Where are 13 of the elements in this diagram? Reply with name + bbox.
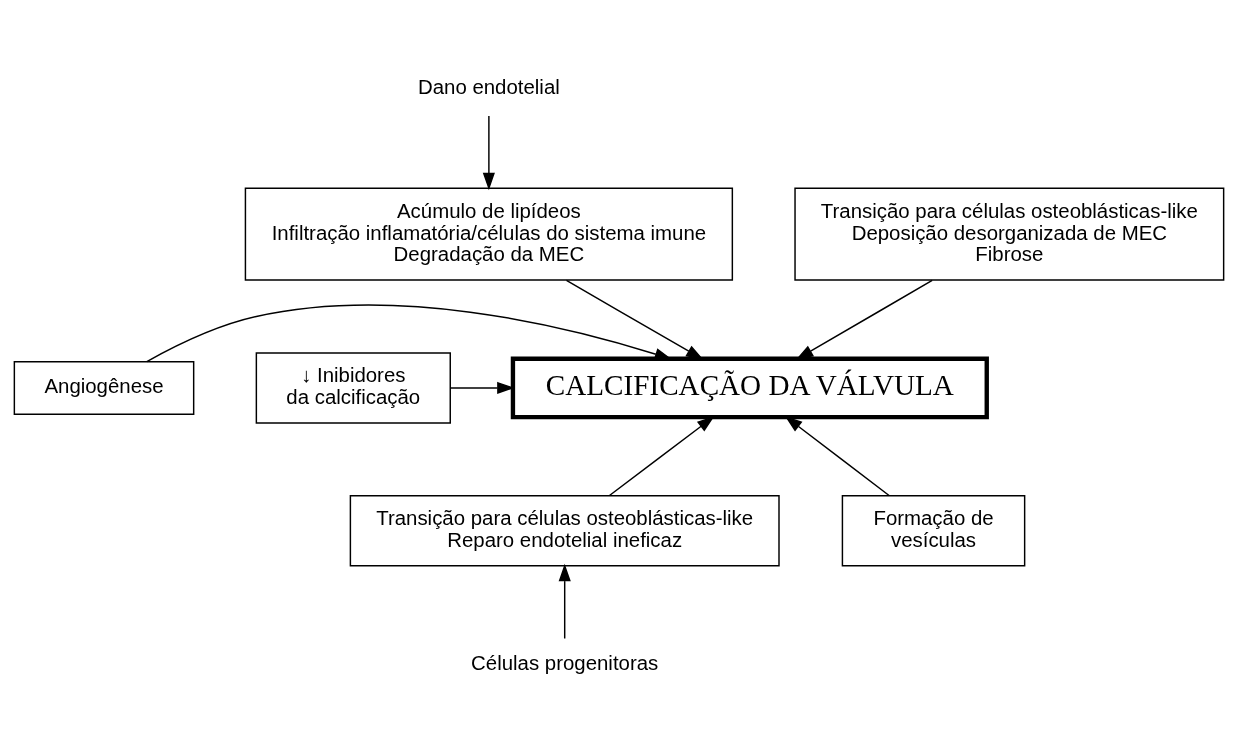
node-box: CALCIFICAÇÃO DA VÁLVULA (510, 356, 989, 419)
arrow (565, 279, 704, 360)
node-box: Formação de vesículas (841, 494, 1026, 566)
node-box: ↓ Inibidores da calcificação (255, 351, 451, 424)
node-box: Transição para células osteoblásticas-like Deposição desorganizada de MEC Fibrose (794, 187, 1225, 281)
arrow (482, 114, 495, 190)
node-box: Angiogênese (13, 360, 195, 415)
arrow (558, 563, 571, 639)
node-text: Células progenitoras (471, 651, 659, 674)
arrow (795, 279, 933, 360)
node-box: Acúmulo de lipídeos Infiltração inflamatória/células do sistema imune Degradação da MEC (244, 187, 734, 281)
node-text: Dano endotelial (417, 75, 560, 98)
node-box: Transição para células osteoblásticas-like Reparo endotelial ineficaz (349, 494, 780, 566)
